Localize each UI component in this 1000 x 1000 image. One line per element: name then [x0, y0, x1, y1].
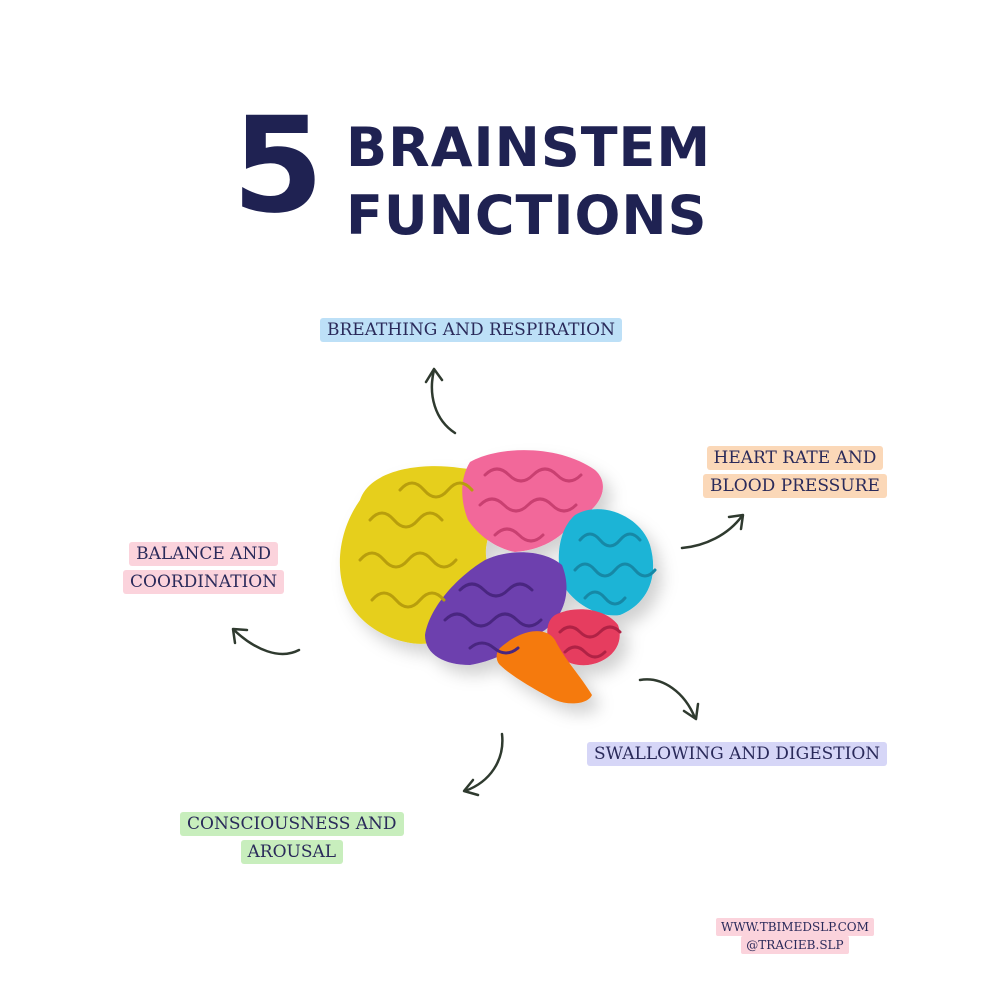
brainstem: [496, 631, 592, 704]
title-number: 5: [232, 89, 324, 243]
footer-credits: WWW.TBIMEDSLP.COM @TRACIEB.SLP: [716, 918, 874, 954]
arrow-to-heart: [680, 513, 745, 550]
footer-website: WWW.TBIMEDSLP.COM: [716, 918, 874, 936]
label-swallowing: SWALLOWING AND DIGESTION: [587, 742, 888, 770]
label-consciousness: CONSCIOUSNESS AND AROUSAL: [180, 812, 404, 868]
page-title: BRAINSTEM FUNCTIONS: [346, 114, 711, 250]
label-breathing-text: BREATHING AND RESPIRATION: [320, 318, 622, 342]
title-line-1: BRAINSTEM: [346, 116, 712, 179]
brain-illustration: [339, 450, 657, 704]
label-balance-line-1: BALANCE AND: [129, 542, 278, 566]
arrows: [231, 367, 745, 797]
brain-gyri-texture: [358, 467, 657, 659]
label-heart-line-1: HEART RATE AND: [706, 446, 884, 470]
label-heart-rate: HEART RATE AND BLOOD PRESSURE: [703, 446, 887, 502]
label-swallowing-text: SWALLOWING AND DIGESTION: [587, 742, 888, 766]
arrow-to-balance: [231, 627, 301, 656]
label-balance: BALANCE AND COORDINATION: [123, 542, 285, 598]
footer-handle: @TRACIEB.SLP: [741, 936, 849, 954]
arrow-to-consciousness: [462, 732, 504, 797]
arrow-to-breathing: [424, 367, 457, 435]
label-breathing: BREATHING AND RESPIRATION: [320, 318, 622, 346]
label-consciousness-line-2: AROUSAL: [240, 840, 344, 864]
arrow-to-swallowing: [638, 678, 700, 721]
title-line-2: FUNCTIONS: [346, 184, 708, 247]
label-consciousness-line-1: CONSCIOUSNESS AND: [180, 812, 404, 836]
label-balance-line-2: COORDINATION: [123, 570, 285, 594]
label-heart-line-2: BLOOD PRESSURE: [703, 474, 887, 498]
